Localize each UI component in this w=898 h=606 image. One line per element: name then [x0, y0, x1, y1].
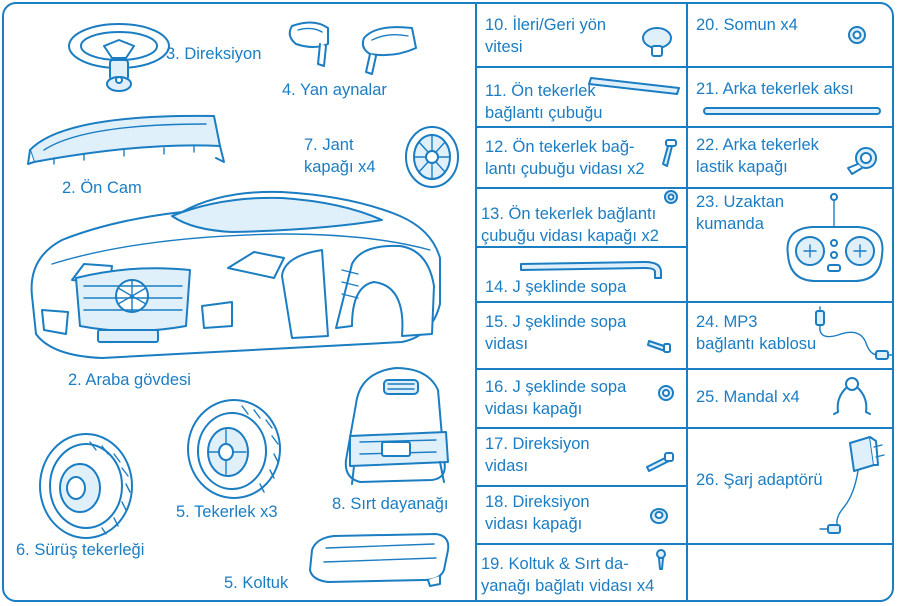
- part-label: 10. İleri/Geri yön vitesi: [485, 16, 607, 56]
- part-cell-14: 14. J şeklinde sopa: [477, 248, 686, 301]
- small-screw-icon: [656, 549, 666, 570]
- part-cell-15: 15. J şeklinde sopa vidası: [477, 303, 686, 368]
- part-label: 18. Direksiyon vidası kapağı: [485, 493, 590, 533]
- wheel-icon: [187, 399, 281, 499]
- part-cell-19: 19. Koltuk & Sırt da- yanağı bağlatı vid…: [477, 545, 686, 600]
- label-wheel: 5. Tekerlek x3: [176, 503, 278, 521]
- side-mirrors-icon: [288, 21, 417, 75]
- seat-icon: [309, 533, 450, 587]
- divider-row: [475, 543, 892, 545]
- screw-icon: [646, 452, 674, 472]
- part-label: 20. Somun x4: [696, 16, 798, 34]
- label-backrest: 8. Sırt dayanağı: [332, 495, 449, 513]
- divider-row: [475, 126, 892, 128]
- part-label: 16. J şeklinde sopa vidası kapağı: [485, 378, 627, 418]
- divider-row: [475, 368, 892, 370]
- part-label: 11. Ön tekerlek bağlantı çubuğu: [485, 82, 603, 122]
- part-cell-16: 16. J şeklinde sopa vidası kapağı: [477, 370, 686, 427]
- label-car-body: 2. Araba gövdesi: [68, 371, 191, 389]
- part-label: 14. J şeklinde sopa: [485, 278, 627, 296]
- label-side-mirrors: 4. Yan aynalar: [282, 81, 387, 99]
- j-stick-icon: [520, 261, 662, 279]
- part-label: 25. Mandal x4: [696, 388, 800, 406]
- part-cell-22: 22. Arka tekerlek lastik kapağı: [688, 128, 892, 187]
- divider-row: [475, 485, 687, 487]
- label-hubcap: 7. Jant kapağı x4: [304, 136, 376, 176]
- part-cell-17: 17. Direksiyon vidası: [477, 429, 686, 485]
- label-seat: 5. Koltuk: [224, 574, 289, 592]
- part-cell-12: 12. Ön tekerlek bağ- lantı çubuğu vidası…: [477, 128, 686, 187]
- part-label: 26. Şarj adaptörü: [696, 471, 823, 489]
- cap-icon: [664, 190, 678, 204]
- divider-row: [475, 301, 892, 303]
- screw-icon: [662, 139, 677, 167]
- hubcap-icon: [405, 126, 459, 188]
- cable-icon: [815, 306, 892, 360]
- divider-row: [475, 246, 687, 248]
- part-cell-20: 20. Somun x4: [688, 4, 892, 66]
- part-cell-11: 11. Ön tekerlek bağlantı çubuğu: [477, 68, 686, 126]
- steering-wheel-icon: [68, 23, 170, 92]
- part-label: 15. J şeklinde sopa vidası: [485, 313, 627, 353]
- car-body-icon: [30, 190, 441, 359]
- divider-row: [475, 187, 892, 189]
- part-label: 23. Uzaktan kumanda: [696, 193, 785, 233]
- label-steering-wheel: 3. Direksiyon: [166, 45, 262, 63]
- part-label: 17. Direksiyon vidası: [485, 435, 590, 475]
- drive-wheel-icon: [39, 433, 133, 539]
- part-cell-25: 25. Mandal x4: [688, 370, 892, 427]
- rubber-cap-icon: [847, 147, 877, 175]
- windshield-icon: [27, 114, 225, 165]
- part-cell-24: 24. MP3 bağlantı kablosu: [688, 303, 892, 368]
- part-cell-10: 10. İleri/Geri yön vitesi: [477, 4, 686, 66]
- part-cell-13: 13. Ön tekerlek bağlantı çubuğu vidası k…: [477, 189, 686, 246]
- part-cell-23: 23. Uzaktan kumanda: [688, 189, 892, 301]
- label-drive-wheel: 6. Sürüş tekerleği: [16, 541, 145, 559]
- part-label: 24. MP3 bağlantı kablosu: [696, 313, 817, 353]
- part-cell-26: 26. Şarj adaptörü: [688, 429, 892, 543]
- label-windshield: 2. Ön Cam: [62, 179, 142, 197]
- nut-icon: [848, 26, 866, 44]
- charger-icon: [819, 436, 885, 534]
- gear-knob-icon: [642, 27, 672, 57]
- screw-icon: [647, 340, 671, 353]
- part-label: 21. Arka tekerlek aksı: [696, 80, 854, 98]
- rod-icon: [588, 77, 680, 95]
- part-label: 13. Ön tekerlek bağlantı çubuğu vidası k…: [481, 205, 659, 245]
- remote-control-icon: [786, 193, 884, 282]
- part-label: 22. Arka tekerlek lastik kapağı: [696, 136, 819, 176]
- part-cell-18: 18. Direksiyon vidası kapağı: [477, 487, 686, 543]
- part-cell-empty: [688, 545, 892, 600]
- cap-icon: [650, 508, 668, 524]
- axle-icon: [703, 107, 881, 115]
- part-label: 19. Koltuk & Sırt da- yanağı bağlatı vid…: [481, 555, 655, 595]
- divider-row: [475, 427, 892, 429]
- divider-row: [475, 66, 892, 68]
- backrest-icon: [344, 367, 449, 485]
- cap-icon: [658, 385, 674, 401]
- part-label: 12. Ön tekerlek bağ- lantı çubuğu vidası…: [485, 138, 645, 178]
- part-cell-21: 21. Arka tekerlek aksı: [688, 68, 892, 126]
- clip-icon: [833, 377, 871, 415]
